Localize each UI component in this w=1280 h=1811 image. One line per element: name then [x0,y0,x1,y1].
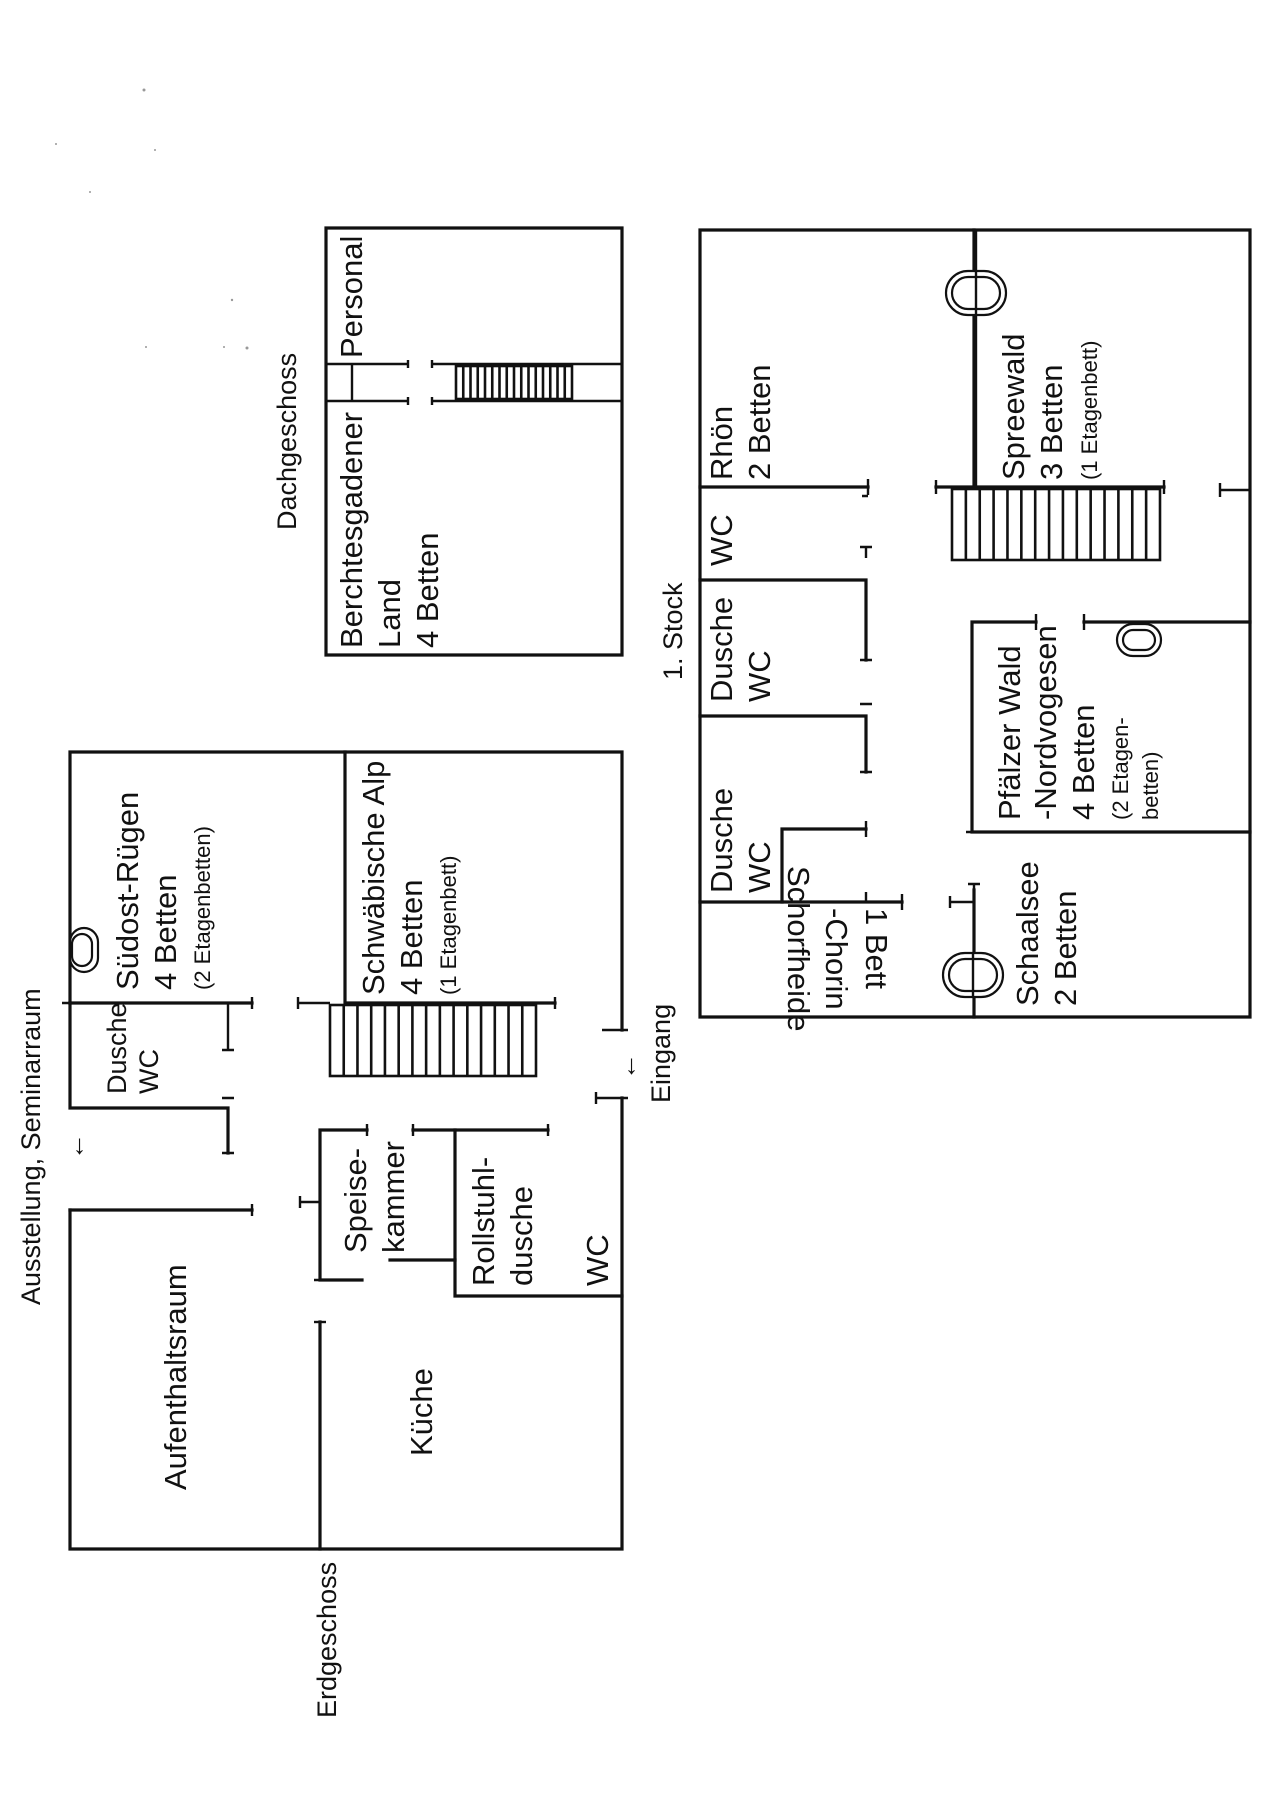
room-kueche: Küche [404,1368,439,1456]
room-berchtesgadener-land: Berchtesgadener Land 4 Betten [334,412,445,648]
door-jamb [222,997,254,1155]
stock-outer-wall [698,228,1252,1019]
room-label-line: dusche [504,1186,539,1286]
room-label-line: Spreewald [996,334,1031,480]
room-label-line: Speise- [338,1148,373,1253]
stair-outline [328,1003,538,1078]
floor-erdgeschoss: ← ← Ausstellung, Seminarraum Eingang Erd… [16,750,676,1718]
room-label-line: 4 Betten [1066,705,1101,820]
room-speisekammer: Speise- kammer [338,1141,411,1253]
room-wc-erdgeschoss: WC [580,1234,615,1286]
room-wc: WC [704,514,739,566]
floor-title-erster-stock: 1. Stock [658,582,688,680]
room-label-line: 2 Betten [742,365,777,480]
door-jamb [862,479,870,498]
room-label-line: (2 Etagen- [1108,717,1133,820]
room-dusche-wc-1: Dusche WC [704,597,777,702]
room-label-line: Südost-Rügen [110,792,145,990]
room-spreewald: Spreewald 3 Betten (1 Etagenbett) [996,334,1102,480]
floor-erster-stock: 1. Stock Rhön 2 Betten WC Dusche WC Dusc… [658,228,1252,1031]
door-jamb [1218,483,1250,497]
room-label-line: -Chorin [819,908,854,1010]
room-label-line: Schwäbische Alp [356,761,391,995]
door-jamb [948,882,980,908]
sink-icon [68,926,100,974]
room-label-line: Dusche [102,1002,132,1094]
door-jamb [296,997,557,1009]
room-label-line: 2 Betten [1048,891,1083,1006]
room-label-line: WC [134,1049,164,1094]
sink-icon [944,230,1008,487]
wall-pfaelzer [970,620,1252,834]
door-jamb [860,702,872,774]
dach-staircase [454,364,574,401]
room-label-line: betten) [1138,752,1163,821]
sink-icon [941,951,1005,999]
scan-speck-decoration [55,88,249,350]
room-label-line: Rollstuhl- [466,1157,501,1286]
room-label-line: 4 Betten [410,533,445,648]
door-jamb [966,614,1086,834]
room-label-line: Land [372,579,407,648]
door-jamb [860,545,872,662]
wall-dusche-inner [780,827,868,904]
room-schorfheide-chorin: 1 Bett -Chorin Schorfheide [781,866,894,1031]
stock-staircase [950,487,1162,562]
room-label-line: (1 Etagenbett) [1077,341,1102,480]
arrow-left-icon: ← [612,1053,642,1080]
room-label-line: Rhön [704,406,739,480]
exit-eingang: Eingang [646,1004,676,1103]
room-rhoen: Rhön 2 Betten [704,365,777,480]
stair-outline [950,487,1162,562]
eg-staircase [328,1003,538,1078]
room-personal: Personal [334,236,369,358]
room-label-line: Berchtesgadener [334,412,369,648]
room-suedost-ruegen: Südost-Rügen 4 Betten (2 Etagenbetten) [110,792,215,990]
room-pfaelzer-wald-nordvogesen: Pfälzer Wald -Nordvogesen 4 Betten (2 Et… [992,625,1163,820]
room-label-line: WC [742,650,777,702]
dach-outer-wall [324,226,624,657]
floor-title-dachgeschoss: Dachgeschoss [272,353,302,530]
door-jamb [298,1124,369,1282]
room-rollstuhldusche: Rollstuhl- dusche [466,1157,539,1286]
room-dusche-wc: Dusche WC [102,1002,164,1094]
room-label-line: Schorfheide [781,866,816,1031]
room-label-line: 4 Betten [148,875,183,990]
wall-suedost-dusche [68,1001,230,1155]
room-label-line: WC [742,841,777,893]
room-label-line: Dusche [704,597,739,702]
wall-wc-dusche [698,578,868,662]
room-label-line: 1 Bett [859,908,894,989]
wall-schwaebische-alp [343,750,557,1005]
exit-ausstellung-seminarraum: Ausstellung, Seminarraum [16,988,46,1305]
room-schaalsee: Schaalsee 2 Betten [1010,861,1083,1006]
eg-outer-wall-bottom [68,1096,624,1551]
room-label-line: Schaalsee [1010,861,1045,1006]
floor-title-erdgeschoss: Erdgeschoss [312,1562,342,1718]
sink-icon [1115,622,1163,658]
wall-speisekammer [318,1128,369,1282]
room-label-line: Dusche [704,788,739,893]
room-label-line: Pfälzer Wald [992,645,1027,820]
room-label-line: kammer [376,1141,411,1253]
room-label-line: (1 Etagenbett) [436,856,461,995]
room-label-line: 3 Betten [1034,365,1069,480]
floor-dachgeschoss: Dachgeschoss Personal Berchtesgadener La… [272,226,624,657]
wall-dusche-dusche [698,714,868,774]
wall-rollstuhl-inner [453,1128,624,1298]
door-jamb [934,480,1166,494]
room-label-line: (2 Etagenbetten) [190,826,215,990]
arrow-left-icon: ← [60,1133,90,1160]
room-dusche-wc-2: Dusche WC [704,788,777,893]
door-jamb [411,1124,550,1136]
room-label-line: -Nordvogesen [1028,625,1063,820]
door-jambs [406,360,434,405]
room-schwaebische-alp: Schwäbische Alp 4 Betten (1 Etagenbett) [356,761,461,995]
door-jamb [864,892,904,910]
room-aufenthaltsraum: Aufenthaltsraum [158,1264,193,1490]
room-label-line: 4 Betten [394,880,429,995]
